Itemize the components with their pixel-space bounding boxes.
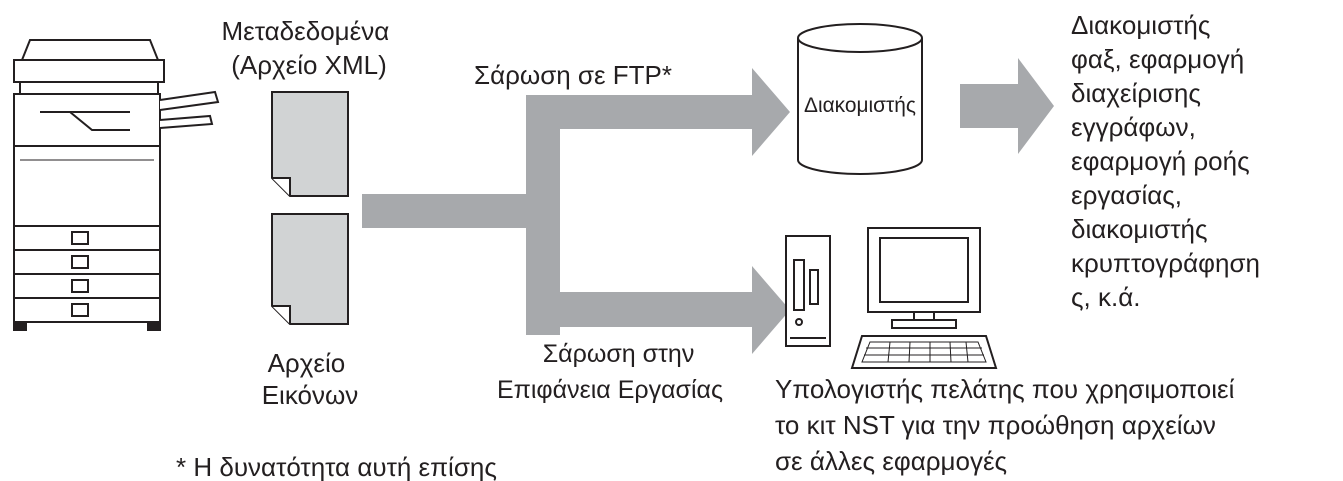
- client-computer-icon: [785, 227, 998, 369]
- metadata-label-line: (Αρχείο XML): [231, 50, 387, 80]
- server-label: Διακομιστής: [804, 94, 916, 117]
- image-file-document-icon: [271, 213, 349, 325]
- destinations-label-line: διακομιστής: [1071, 214, 1208, 244]
- scan-to-desktop-label: Σάρωση στην Επιφάνεια Εργασίας: [497, 340, 723, 404]
- metadata-label-line: Μεταδεδομένα: [221, 16, 389, 46]
- destinations-label-line: εφαρμογή ροής: [1071, 146, 1250, 176]
- client-pc-label-line: Υπολογιστής πελάτης που χρησιμοποιεί: [775, 374, 1235, 404]
- client-pc-label: Υπολογιστής πελάτης που χρησιμοποιεί το …: [775, 374, 1242, 476]
- metadata-label: Μεταδεδομένα (Αρχείο XML): [221, 16, 396, 80]
- footnote: * Η δυνατότητα αυτή επίσης: [176, 452, 497, 481]
- scan-to-ftp-label: Σάρωση σε FTP*: [474, 60, 672, 90]
- forward-arrow: [960, 58, 1054, 154]
- destinations-label-line: διαχείρισης: [1071, 78, 1201, 108]
- image-file-label-line: Αρχείο: [268, 348, 346, 378]
- metadata-document-icon: [271, 91, 349, 197]
- image-file-label: Αρχείο Εικόνων: [262, 348, 359, 410]
- scan-to-desktop-label-line: Σάρωση στην: [543, 340, 695, 368]
- destinations-label-line: Διακομιστής: [1071, 10, 1210, 40]
- server-icon: [797, 23, 923, 175]
- destinations-label-line: εγγράφων,: [1071, 112, 1196, 142]
- destinations-label-line: ς, κ.ά.: [1071, 282, 1140, 312]
- printer-icon: [13, 39, 220, 331]
- branch-arrow: [362, 68, 790, 354]
- client-pc-label-line: το κιτ NST για την προώθηση αρχείων: [775, 410, 1216, 440]
- client-pc-label-line: σε άλλες εφαρμογές: [775, 446, 1007, 476]
- destinations-label: Διακομιστής φαξ, εφαρμογή διαχείρισης εγ…: [1071, 10, 1267, 312]
- scan-to-desktop-label-line: Επιφάνεια Εργασίας: [497, 376, 723, 404]
- destinations-label-line: κρυπτογράφηση: [1071, 248, 1260, 278]
- destinations-label-line: εργασίας,: [1071, 180, 1182, 210]
- destinations-label-line: φαξ, εφαρμογή: [1071, 44, 1244, 74]
- image-file-label-line: Εικόνων: [262, 380, 359, 410]
